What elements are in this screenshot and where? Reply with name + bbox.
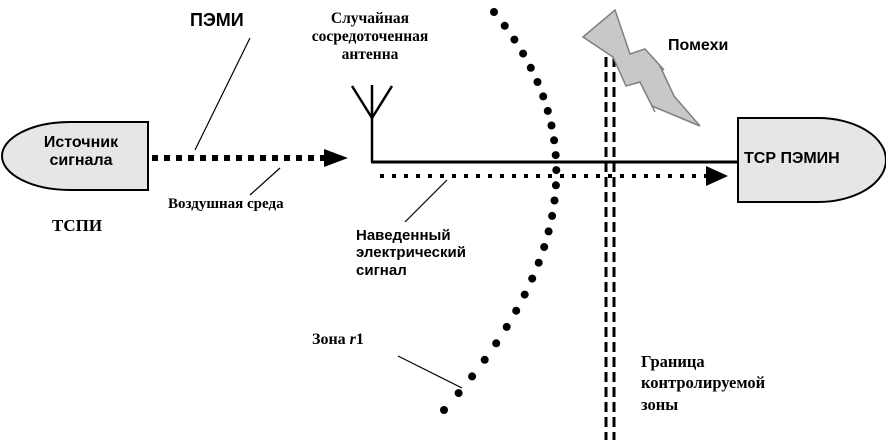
zone-label-prefix: Зона	[312, 331, 350, 348]
induced-signal-leader-line	[404, 179, 448, 223]
zone-arc-dot	[468, 372, 477, 381]
zone-arc-dot	[454, 389, 463, 398]
induced-signal-label: Наведенный электрический сигнал	[356, 227, 466, 279]
zone-arc-dot	[548, 211, 557, 220]
antenna-label: Случайная сосредоточенная антенна	[282, 10, 458, 63]
induced-label-line2: электрический	[356, 244, 466, 262]
zone-arc-dot	[502, 322, 511, 331]
zone-arc-dot	[492, 339, 501, 348]
antenna-label-line1: Случайная	[330, 10, 410, 27]
radiation-arrowhead	[324, 149, 348, 167]
zone-r1-boundary-arc	[440, 8, 561, 414]
zone-arc-dot	[551, 181, 560, 190]
antenna-icon	[350, 85, 394, 162]
source-label-line1: Источник	[43, 134, 119, 151]
air-medium-leader-line	[249, 167, 281, 196]
controlled-zone-boundary	[604, 42, 616, 440]
zone-label-var: r	[349, 331, 356, 348]
zone-arc-dot	[540, 243, 549, 251]
antenna-label-line3: антенна	[341, 45, 399, 63]
zone-arc-dot	[550, 136, 559, 145]
lightning-icon	[581, 8, 701, 127]
zone-arc-dot	[547, 121, 556, 130]
interference-label: Помехи	[668, 37, 729, 54]
zone-arc-dot	[552, 166, 561, 175]
zone-arc-dot	[520, 290, 529, 299]
air-medium-label: Воздушная среда	[168, 196, 284, 212]
zone-arc-dot	[551, 151, 560, 160]
zone-arc-dot	[519, 49, 528, 58]
induced-signal-arrowhead	[706, 166, 728, 186]
zone-arc-dot	[512, 306, 521, 315]
controlled-zone-label: Граница контролируемой зоны	[641, 351, 765, 415]
zone-arc-dot	[526, 63, 535, 72]
source-box	[1, 121, 149, 191]
zone-arc-dot	[500, 21, 509, 30]
zone-r1-label: Зона r1	[312, 331, 364, 349]
zone-arc-dot	[533, 78, 542, 86]
zone-label-suffix: 1	[355, 331, 364, 348]
source-label-line2: сигнала	[49, 152, 113, 170]
antenna-label-line2: сосредоточенная	[311, 27, 429, 45]
source-box-label: Источник сигнала	[22, 134, 140, 171]
boundary-label-line3: зоны	[641, 394, 679, 414]
zone-arc-dot	[510, 35, 519, 44]
zone-r1-leader-line	[397, 355, 463, 389]
zone-arc-dot	[480, 355, 489, 364]
boundary-label-line1: Граница	[641, 352, 705, 371]
induced-label-line1: Наведенный	[356, 227, 451, 244]
pemi-label: ПЭМИ	[190, 10, 244, 30]
receiver-box-label: ТСР ПЭМИН	[744, 150, 840, 167]
zone-arc-dot	[544, 227, 553, 236]
zone-arc-dot	[440, 406, 448, 414]
zone-arc-dot	[539, 92, 548, 101]
zone-arc-dot	[543, 106, 552, 115]
pemi-leader-line	[194, 37, 251, 151]
induced-label-line3: сигнал	[356, 261, 407, 279]
zone-arc-dot	[490, 8, 498, 16]
tspi-label: ТСПИ	[52, 216, 103, 235]
zone-arc-dot	[550, 196, 559, 205]
zone-arc-dot	[528, 274, 537, 283]
zone-arc-dot	[534, 258, 543, 267]
boundary-label-line2: контролируемой	[641, 373, 766, 393]
